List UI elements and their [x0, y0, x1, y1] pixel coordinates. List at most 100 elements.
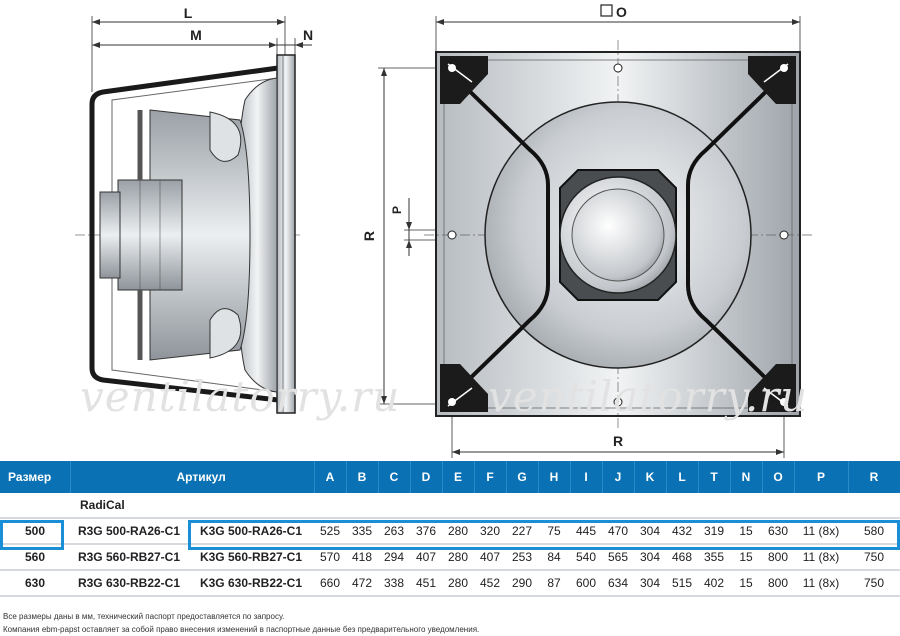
cell-D: 451	[410, 570, 442, 597]
dim-label-M: M	[190, 27, 202, 43]
cell-I: 540	[570, 544, 602, 571]
header-K: K	[634, 461, 667, 493]
header-E: E	[442, 461, 475, 493]
cell-N: 15	[730, 518, 762, 545]
cell-L: 468	[666, 544, 698, 571]
cell-L: 432	[666, 518, 698, 545]
cell-A: 525	[314, 518, 346, 545]
header-J: J	[602, 461, 635, 493]
cell-P: 11 (8x)	[794, 544, 848, 571]
cell-O: 630	[762, 518, 794, 545]
cell-N: 15	[730, 570, 762, 597]
cell-A: 570	[314, 544, 346, 571]
table-row: 500 R3G 500-RA26-C1 K3G 500-RA26-C1 525 …	[0, 518, 900, 545]
header-I: I	[570, 461, 603, 493]
cell-R: 750	[848, 544, 900, 571]
cell-article-k3g: K3G 630-RB22-C1	[188, 570, 314, 597]
cell-I: 600	[570, 570, 602, 597]
cell-article-k3g: K3G 560-RB27-C1	[188, 544, 314, 571]
header-F: F	[474, 461, 507, 493]
cell-B: 335	[346, 518, 378, 545]
group-label: RadiCal	[0, 493, 900, 519]
cell-F: 407	[474, 544, 506, 571]
cell-size: 630	[0, 570, 70, 597]
cell-K: 304	[634, 518, 666, 545]
side-view: L M N	[75, 5, 313, 414]
cell-O: 800	[762, 544, 794, 571]
table-row: 560 R3G 560-RB27-C1 K3G 560-RB27-C1 570 …	[0, 544, 900, 571]
cell-O: 800	[762, 570, 794, 597]
footnote-rights: Компания ebm-papst оставляет за собой пр…	[3, 625, 480, 634]
cell-C: 294	[378, 544, 410, 571]
cell-H: 75	[538, 518, 570, 545]
dim-label-L: L	[184, 5, 193, 21]
specs-table: Размер Артикул A B C D E F G H I J K L T…	[0, 461, 900, 597]
cell-C: 263	[378, 518, 410, 545]
cell-article-k3g: K3G 500-RA26-C1	[188, 518, 314, 545]
cell-size: 560	[0, 544, 70, 571]
cell-J: 470	[602, 518, 634, 545]
header-C: C	[378, 461, 411, 493]
cell-article-r3g: R3G 560-RB27-C1	[70, 544, 188, 571]
cell-A: 660	[314, 570, 346, 597]
cell-C: 338	[378, 570, 410, 597]
footnote-dimensions: Все размеры даны в мм, технический паспо…	[3, 612, 285, 621]
cell-article-r3g: R3G 630-RB22-C1	[70, 570, 188, 597]
watermark-left: ventilatorry.ru	[80, 372, 401, 421]
cell-H: 87	[538, 570, 570, 597]
cell-article-r3g: R3G 500-RA26-C1	[70, 518, 188, 545]
cell-F: 320	[474, 518, 506, 545]
cell-E: 280	[442, 570, 474, 597]
cell-P: 11 (8x)	[794, 518, 848, 545]
header-P: P	[794, 461, 849, 493]
cell-size: 500	[0, 518, 70, 545]
watermark-right: ventilatorry.ru	[488, 372, 809, 421]
header-B: B	[346, 461, 379, 493]
cell-K: 304	[634, 544, 666, 571]
dim-label-R-side: R	[361, 231, 377, 241]
header-O: O	[762, 461, 795, 493]
header-N: N	[730, 461, 763, 493]
cell-N: 15	[730, 544, 762, 571]
cell-L: 515	[666, 570, 698, 597]
cell-E: 280	[442, 518, 474, 545]
table-row: 630 R3G 630-RB22-C1 K3G 630-RB22-C1 660 …	[0, 570, 900, 597]
dim-label-O: O	[616, 4, 627, 20]
cell-B: 472	[346, 570, 378, 597]
dim-label-P: P	[390, 206, 404, 214]
group-row: RadiCal	[0, 493, 900, 519]
cell-T: 319	[698, 518, 730, 545]
header-size: Размер	[0, 461, 71, 493]
header-G: G	[506, 461, 539, 493]
cell-H: 84	[538, 544, 570, 571]
cell-J: 565	[602, 544, 634, 571]
dim-label-N: N	[303, 27, 313, 43]
header-L: L	[666, 461, 699, 493]
cell-G: 253	[506, 544, 538, 571]
cell-R: 580	[848, 518, 900, 545]
footnotes: Все размеры даны в мм, технический паспо…	[3, 610, 479, 636]
cell-T: 355	[698, 544, 730, 571]
cell-K: 304	[634, 570, 666, 597]
table-header-row: Размер Артикул A B C D E F G H I J K L T…	[0, 461, 900, 493]
header-article: Артикул	[70, 461, 315, 493]
cell-E: 280	[442, 544, 474, 571]
cell-I: 445	[570, 518, 602, 545]
cell-J: 634	[602, 570, 634, 597]
cell-T: 402	[698, 570, 730, 597]
cell-B: 418	[346, 544, 378, 571]
header-R: R	[848, 461, 900, 493]
cell-G: 290	[506, 570, 538, 597]
header-D: D	[410, 461, 443, 493]
cell-R: 750	[848, 570, 900, 597]
dim-label-R-bottom: R	[613, 433, 623, 449]
cell-D: 376	[410, 518, 442, 545]
header-T: T	[698, 461, 731, 493]
technical-drawing: L M N	[75, 4, 812, 458]
header-A: A	[314, 461, 347, 493]
header-H: H	[538, 461, 571, 493]
cell-F: 452	[474, 570, 506, 597]
cell-D: 407	[410, 544, 442, 571]
front-view: O R P R	[361, 4, 812, 458]
cell-P: 11 (8x)	[794, 570, 848, 597]
